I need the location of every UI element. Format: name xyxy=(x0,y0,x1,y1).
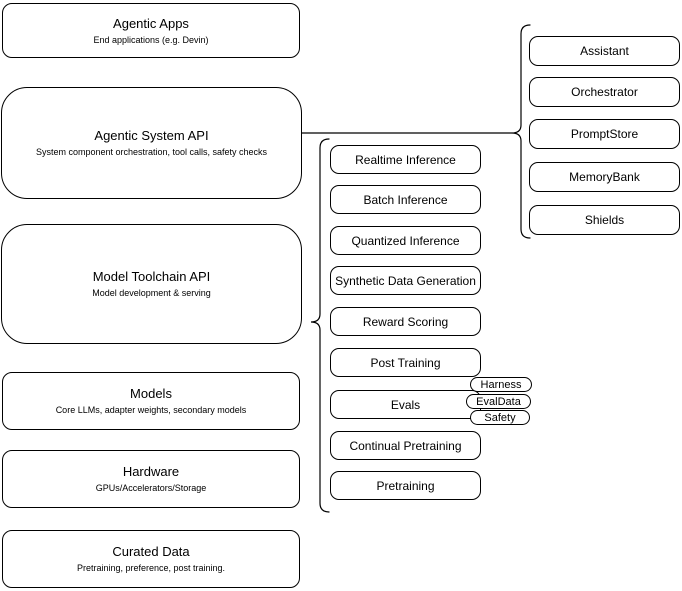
node-hardware: Hardware GPUs/Accelerators/Storage xyxy=(2,450,300,508)
node-models: Models Core LLMs, adapter weights, secon… xyxy=(2,372,300,430)
node-subtitle: End applications (e.g. Devin) xyxy=(93,34,209,45)
node-realtime-inference: Realtime Inference xyxy=(330,145,481,174)
node-subtitle: GPUs/Accelerators/Storage xyxy=(95,483,207,493)
brace-toolchain-items xyxy=(310,138,330,513)
node-pretraining: Pretraining xyxy=(330,471,481,500)
node-model-toolchain-api: Model Toolchain API Model development & … xyxy=(1,224,302,344)
node-promptstore: PromptStore xyxy=(529,119,680,149)
pill-evaldata: EvalData xyxy=(466,394,531,409)
node-continual-pretraining: Continual Pretraining xyxy=(330,431,481,460)
node-subtitle: Model development & serving xyxy=(92,288,211,298)
node-synthetic-data-generation: Synthetic Data Generation xyxy=(330,266,481,295)
node-title: Hardware xyxy=(122,464,180,479)
node-post-training: Post Training xyxy=(330,348,481,377)
node-batch-inference: Batch Inference xyxy=(330,185,481,214)
node-agentic-apps: Agentic Apps End applications (e.g. Devi… xyxy=(2,3,300,58)
node-title: Model Toolchain API xyxy=(92,269,211,284)
node-shields: Shields xyxy=(529,205,680,235)
pill-safety: Safety xyxy=(470,410,530,425)
node-reward-scoring: Reward Scoring xyxy=(330,307,481,336)
node-orchestrator: Orchestrator xyxy=(529,77,680,107)
node-title: Models xyxy=(130,386,172,401)
node-subtitle: System component orchestration, tool cal… xyxy=(35,147,268,157)
node-assistant: Assistant xyxy=(529,36,680,66)
node-title: Agentic System API xyxy=(94,128,209,143)
node-quantized-inference: Quantized Inference xyxy=(330,226,481,255)
node-agentic-system-api: Agentic System API System component orch… xyxy=(1,87,302,199)
brace-system-components xyxy=(511,24,531,239)
node-title: Agentic Apps xyxy=(113,15,189,31)
node-subtitle: Core LLMs, adapter weights, secondary mo… xyxy=(55,405,247,415)
pill-harness: Harness xyxy=(470,377,532,392)
node-curated-data: Curated Data Pretraining, preference, po… xyxy=(2,530,300,588)
node-title: Curated Data xyxy=(112,544,190,559)
node-memorybank: MemoryBank xyxy=(529,162,680,192)
node-evals: Evals xyxy=(330,390,481,419)
node-subtitle: Pretraining, preference, post training. xyxy=(76,563,226,573)
